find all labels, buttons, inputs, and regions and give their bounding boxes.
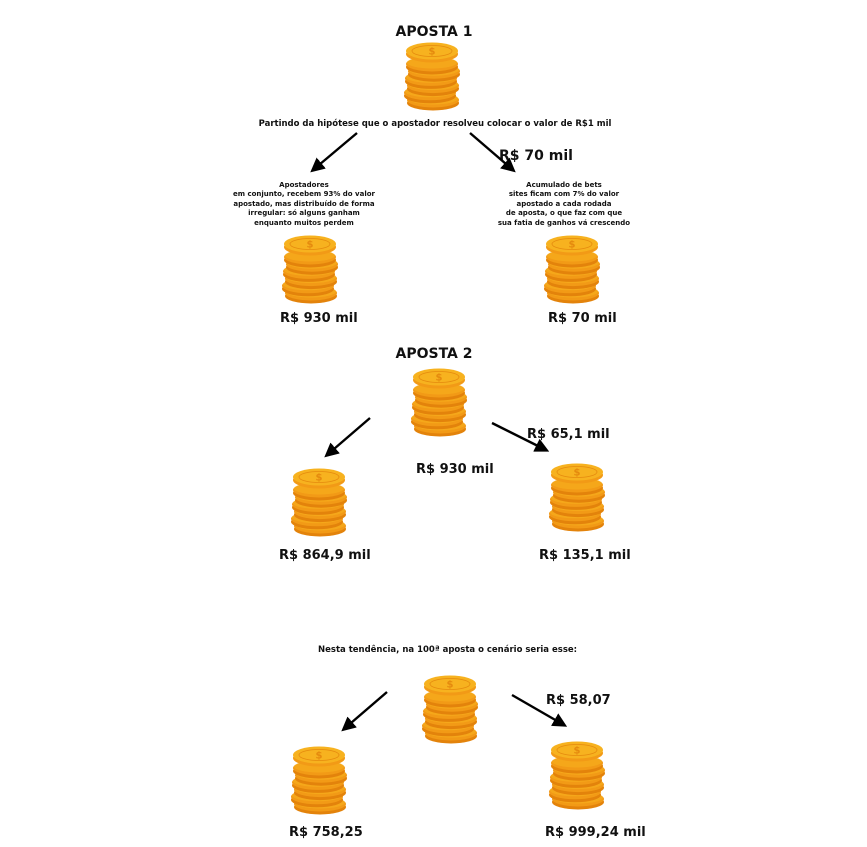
coin-stack-icon: $: [404, 40, 460, 117]
coin-stack-icon: $: [291, 466, 347, 543]
coin-stack-icon: $: [291, 744, 347, 821]
bet2-center-amount: R$ 930 mil: [416, 462, 494, 477]
bet100-fee-label: R$ 58,07: [546, 693, 611, 708]
bet1-bettors-note: Apostadores em conjunto, recebem 93% do …: [232, 181, 376, 227]
bet1-sites-amount: R$ 70 mil: [548, 311, 617, 326]
bet100-sites-amount: R$ 999,24 mil: [545, 825, 646, 840]
arrow-icon: [511, 693, 568, 727]
svg-text:$: $: [307, 239, 314, 250]
bet1-title: APOSTA 1: [395, 24, 473, 40]
arrow-icon: [324, 417, 371, 458]
bet2-bettors-amount: R$ 864,9 mil: [279, 548, 371, 563]
bet1-intro: Partindo da hipótese que o apostador res…: [258, 119, 612, 129]
svg-text:$: $: [447, 679, 454, 690]
bet100-bettors-amount: R$ 758,25: [289, 825, 363, 840]
svg-text:$: $: [569, 239, 576, 250]
arrow-icon: [310, 132, 358, 173]
coin-stack-icon: $: [544, 233, 600, 310]
bet2-title: APOSTA 2: [395, 346, 473, 362]
svg-text:$: $: [436, 372, 443, 383]
arrow-icon: [491, 421, 550, 452]
bet2-sites-amount: R$ 135,1 mil: [539, 548, 631, 563]
arrow-icon: [341, 691, 388, 732]
coin-stack-icon: $: [549, 739, 605, 816]
bet1-sites-note: Acumulado de bets sites ficam com 7% do …: [497, 181, 631, 227]
svg-text:$: $: [574, 745, 581, 756]
bet1-bettors-amount: R$ 930 mil: [280, 311, 358, 326]
bet2-fee-label: R$ 65,1 mil: [527, 427, 610, 442]
svg-text:$: $: [574, 467, 581, 478]
coin-stack-icon: $: [411, 366, 467, 443]
arrow-icon: [469, 132, 516, 173]
coin-stack-icon: $: [282, 233, 338, 310]
svg-text:$: $: [316, 472, 323, 483]
svg-text:$: $: [429, 46, 436, 57]
bet100-intro: Nesta tendência, na 100ª aposta o cenári…: [318, 645, 578, 655]
coin-stack-icon: $: [549, 461, 605, 538]
coin-stack-icon: $: [422, 673, 478, 750]
bet1-fee-label: R$ 70 mil: [499, 148, 573, 164]
svg-text:$: $: [316, 750, 323, 761]
